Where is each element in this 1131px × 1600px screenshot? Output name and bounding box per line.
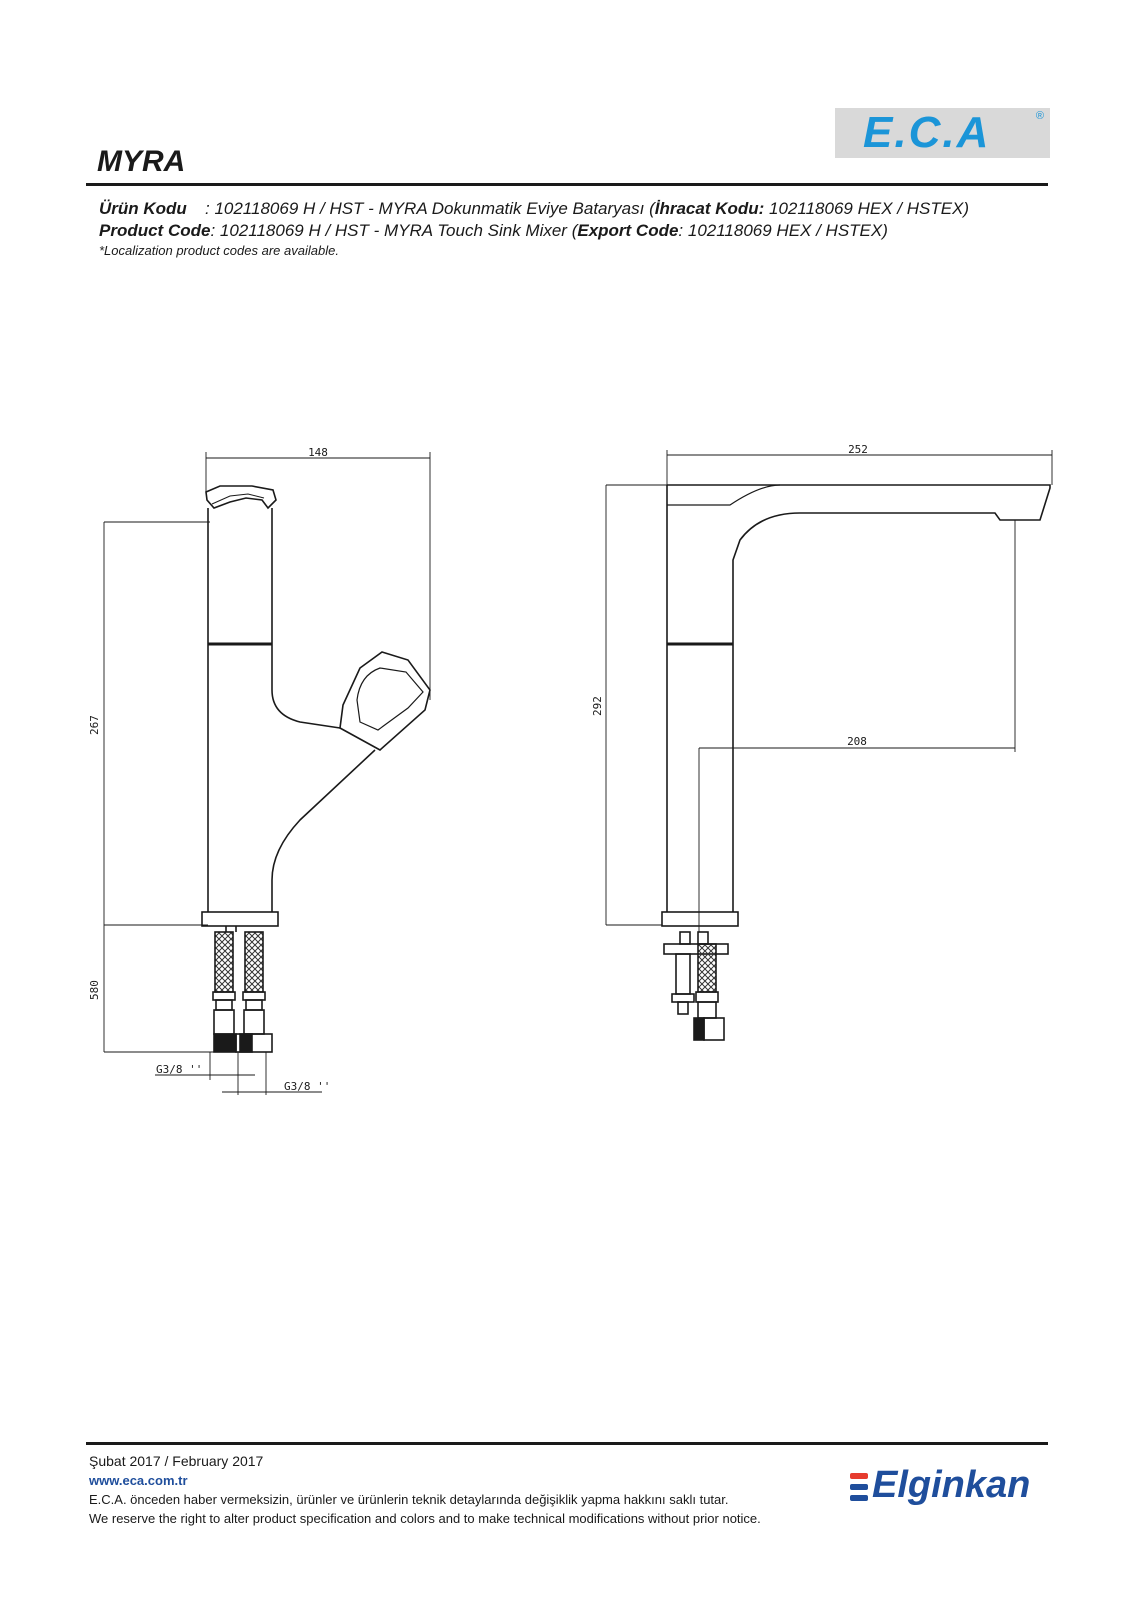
product-code-tr-label: Ürün Kodu bbox=[99, 199, 187, 218]
dim-left-height: 267 bbox=[88, 715, 101, 735]
footer-divider bbox=[86, 1442, 1048, 1445]
localization-note: *Localization product codes are availabl… bbox=[99, 243, 339, 258]
export-code-tr-label: İhracat Kodu: bbox=[654, 199, 765, 218]
notice-tr: E.C.A. önceden haber vermeksizin, ürünle… bbox=[89, 1492, 729, 1507]
export-code-tr-text: 102118069 HEX / HSTEX) bbox=[764, 199, 970, 218]
footer: Şubat 2017 / February 2017 www.eca.com.t… bbox=[89, 1452, 761, 1528]
product-code-en-label: Product Code bbox=[99, 221, 211, 240]
header-divider bbox=[86, 183, 1048, 186]
dim-reach: 208 bbox=[847, 735, 867, 748]
dim-hose-length: 580 bbox=[88, 980, 101, 1000]
product-code-en: Product Code: 102118069 H / HST - MYRA T… bbox=[99, 220, 969, 242]
product-code-tr-text: : 102118069 H / HST - MYRA Dokunmatik Ev… bbox=[205, 199, 655, 218]
dim-thread-right: G3/8 '' bbox=[284, 1080, 330, 1093]
left-view bbox=[201, 485, 431, 1053]
dim-right-height: 292 bbox=[591, 696, 604, 716]
technical-drawing: 148 267 580 G3/8 '' G3/8 '' 25 bbox=[88, 443, 1053, 1095]
website-link[interactable]: www.eca.com.tr bbox=[89, 1473, 188, 1488]
publish-date: Şubat 2017 / February 2017 bbox=[89, 1453, 264, 1469]
dim-thread-left: G3/8 '' bbox=[156, 1063, 202, 1076]
product-code-en-text: : 102118069 H / HST - MYRA Touch Sink Mi… bbox=[210, 221, 578, 240]
eca-logo: E.C.A ® bbox=[835, 108, 1050, 158]
product-codes: Ürün Kodu : 102118069 H / HST - MYRA Doku… bbox=[99, 198, 969, 260]
right-view bbox=[661, 484, 1051, 1041]
eca-logo-text: E.C.A bbox=[863, 108, 991, 157]
dim-right-width: 252 bbox=[848, 443, 868, 456]
export-code-en-label: Export Code bbox=[577, 221, 679, 240]
elginkan-logo-text: Elginkan bbox=[872, 1464, 1031, 1506]
export-code-en-text: : 102118069 HEX / HSTEX) bbox=[678, 221, 888, 240]
notice-en: We reserve the right to alter product sp… bbox=[89, 1511, 761, 1526]
dim-left-width: 148 bbox=[308, 446, 328, 459]
elginkan-logo-mark bbox=[850, 1473, 868, 1506]
registered-mark: ® bbox=[1035, 110, 1044, 122]
page-title: MYRA bbox=[97, 145, 186, 178]
product-code-tr: Ürün Kodu : 102118069 H / HST - MYRA Doku… bbox=[99, 198, 969, 220]
